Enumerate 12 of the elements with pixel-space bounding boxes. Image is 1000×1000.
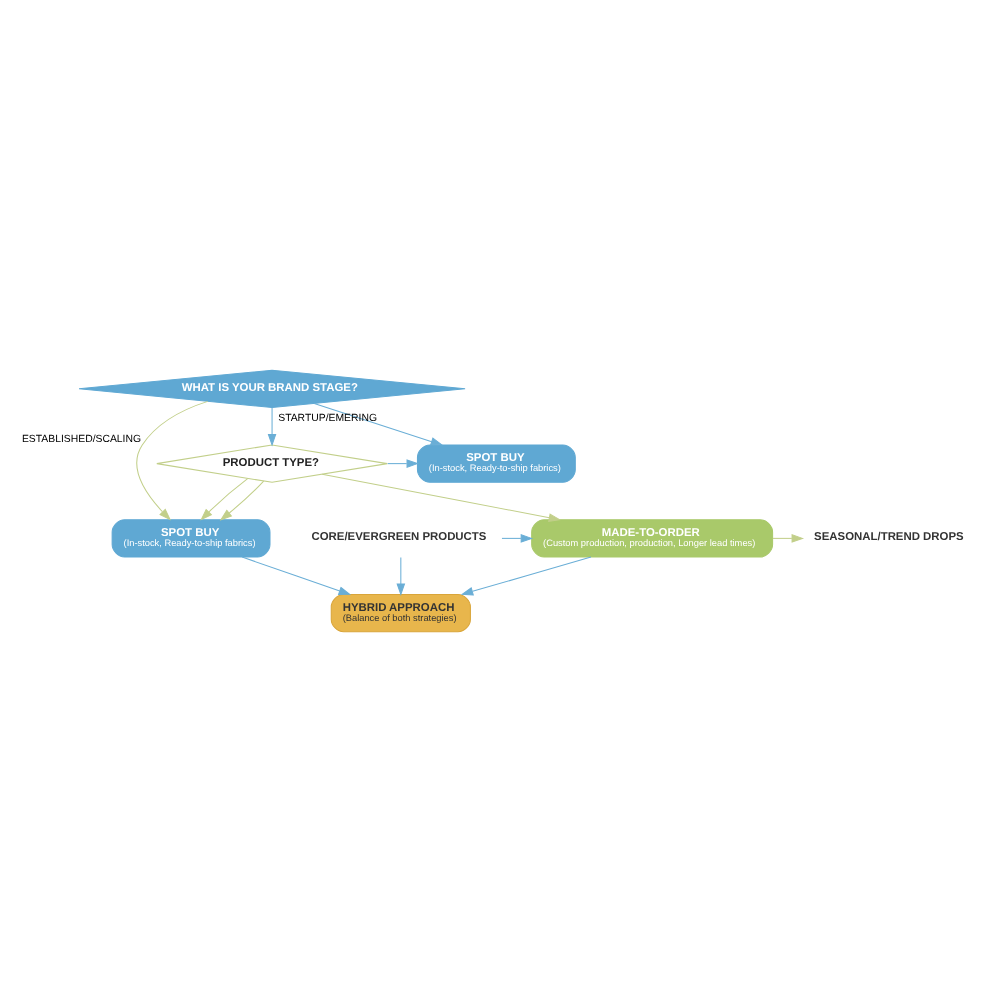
arrow [321,472,562,521]
arrow [136,399,209,520]
arrow [267,406,277,446]
arrow [396,555,406,595]
arrow [460,555,592,595]
arrow [313,402,444,445]
arrow [219,479,265,520]
arrow [501,533,534,542]
arrow [772,533,805,542]
arrow [200,477,249,520]
arrow [241,555,352,594]
arrow [387,458,419,467]
